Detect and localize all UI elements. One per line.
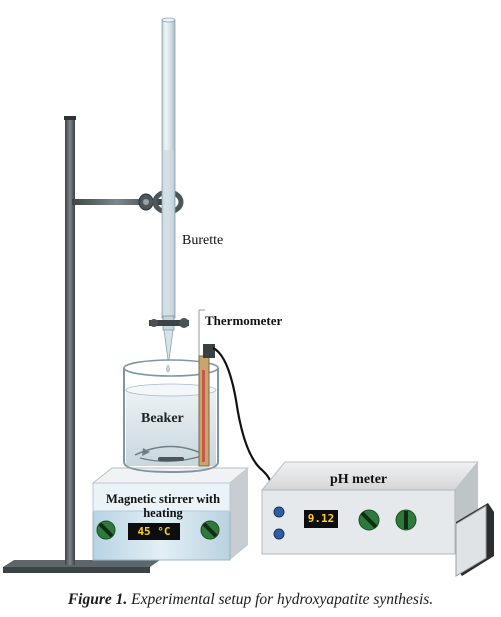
thermometer-label: Thermometer	[205, 313, 283, 328]
stand-base-front	[3, 567, 150, 573]
clamp-arm	[72, 199, 162, 205]
burette-top	[161, 17, 176, 23]
stirrer-knob-right[interactable]	[200, 520, 220, 540]
beaker-wall	[123, 368, 219, 474]
caption-text: Experimental setup for hydroxyapatite sy…	[131, 591, 434, 608]
stirrer-side	[230, 468, 248, 560]
magnetic-stirrer	[91, 467, 250, 561]
ph-button-bottom-icon[interactable]	[273, 528, 285, 540]
stirrer-label-band	[92, 482, 231, 512]
ph-knob-left[interactable]	[358, 509, 380, 531]
stand-rod-cap	[64, 116, 76, 120]
stand-rod	[65, 118, 75, 565]
thermometer	[198, 344, 215, 467]
clamp-screw-knob	[143, 199, 149, 205]
probe-cap	[203, 344, 215, 358]
liquid-surface	[125, 383, 217, 397]
stirrer-knob-left[interactable]	[96, 520, 116, 540]
stir-arrow-icon	[142, 448, 150, 456]
stand-base	[3, 560, 160, 567]
beaker-label: Beaker	[141, 411, 184, 426]
stirrer-top	[91, 467, 250, 484]
burette	[149, 17, 189, 393]
burette-liquid	[163, 150, 174, 318]
stopcock-key	[179, 318, 189, 328]
stir-bar	[158, 457, 184, 461]
stirrer-temperature-display: 45 °C	[128, 523, 180, 540]
probe-cable	[212, 347, 272, 489]
ph-knob-right[interactable]	[395, 509, 417, 531]
ph-meter-front	[261, 489, 456, 555]
beaker-rim	[123, 359, 219, 377]
stopcock-end	[150, 319, 158, 327]
burette-tip	[163, 329, 174, 361]
stirrer-label: Magnetic stirrer with heating	[105, 492, 221, 520]
ph-button-top-icon[interactable]	[273, 506, 285, 518]
ph-value-display: 9.12	[304, 510, 338, 528]
ph-meter-label: pH meter	[330, 472, 388, 487]
ph-meter-stand-face	[455, 505, 487, 577]
drop-icon	[166, 364, 170, 373]
figure-number: Figure 1.	[67, 591, 128, 608]
stopcock-handle	[149, 320, 189, 326]
burette-label: Burette	[182, 233, 224, 248]
figure-caption: Figure 1. Experimental setup for hydroxy…	[0, 591, 501, 609]
thermometer-bracket	[198, 309, 205, 358]
probe-red-line	[202, 370, 205, 462]
ph-meter	[260, 461, 494, 577]
